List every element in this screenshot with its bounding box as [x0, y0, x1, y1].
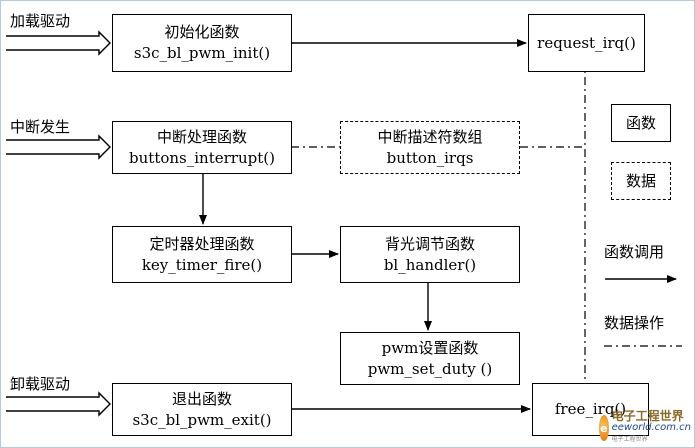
box-request-irq: request_irq() — [528, 14, 645, 72]
box-exit-func: s3c_bl_pwm_exit() — [132, 410, 272, 429]
box-pwm-title: pwm设置函数 — [381, 338, 479, 357]
box-bl-func: bl_handler() — [383, 255, 477, 274]
box-timer-title: 定时器处理函数 — [149, 234, 255, 253]
legend-data-label: 数据 — [625, 171, 656, 190]
box-init-function: 初始化函数 s3c_bl_pwm_init() — [112, 14, 292, 72]
box-init-title: 初始化函数 — [164, 23, 240, 41]
box-pwm-func: pwm_set_duty () — [367, 359, 493, 378]
box-backlight-adjust: 背光调节函数 bl_handler() — [340, 226, 520, 283]
legend-data-box: 数据 — [611, 162, 671, 200]
box-timer-handler: 定时器处理函数 key_timer_fire() — [112, 226, 292, 283]
input-arrow-load — [6, 30, 111, 56]
box-irq-descriptor-array: 中断描述符数组 button_irqs — [340, 121, 520, 174]
legend-function-label: 函数 — [625, 113, 656, 132]
box-exit-function: 退出函数 s3c_bl_pwm_exit() — [112, 383, 292, 436]
box-request-func: request_irq() — [537, 33, 636, 52]
box-timer-func: key_timer_fire() — [141, 255, 263, 274]
box-init-func: s3c_bl_pwm_init() — [133, 44, 271, 62]
box-exit-title: 退出函数 — [171, 389, 232, 408]
watermark-en: eeworld.com.cn — [611, 422, 691, 433]
input-arrow-unload — [6, 391, 111, 417]
watermark-sub: 电子工程世界 — [611, 436, 648, 443]
legend-call-label: 函数调用 — [604, 243, 665, 261]
box-irq-handler: 中断处理函数 buttons_interrupt() — [112, 121, 292, 174]
input-arrow-interrupt — [6, 134, 111, 160]
label-interrupt-occurs: 中断发生 — [10, 118, 71, 136]
box-bl-title: 背光调节函数 — [384, 234, 475, 253]
eeworld-logo-icon: e — [599, 415, 609, 441]
box-free-func: free_irq() — [554, 400, 627, 418]
box-free-irq: free_irq() — [532, 383, 649, 436]
legend-data-op-label: 数据操作 — [604, 314, 665, 332]
label-unload-driver: 卸载驱动 — [10, 375, 71, 393]
legend-function-box: 函数 — [611, 104, 671, 142]
label-load-driver: 加载驱动 — [10, 12, 71, 30]
watermark-cn: 电子工程世界 — [611, 409, 684, 423]
watermark: e 电子工程世界 eeworld.com.cn 电子工程世界 — [599, 410, 691, 446]
box-irq-func: buttons_interrupt() — [129, 148, 275, 167]
box-desc-title: 中断描述符数组 — [377, 127, 483, 146]
box-irq-title: 中断处理函数 — [156, 127, 247, 146]
box-desc-func: button_irqs — [386, 148, 474, 167]
box-pwm-set: pwm设置函数 pwm_set_duty () — [340, 332, 520, 385]
